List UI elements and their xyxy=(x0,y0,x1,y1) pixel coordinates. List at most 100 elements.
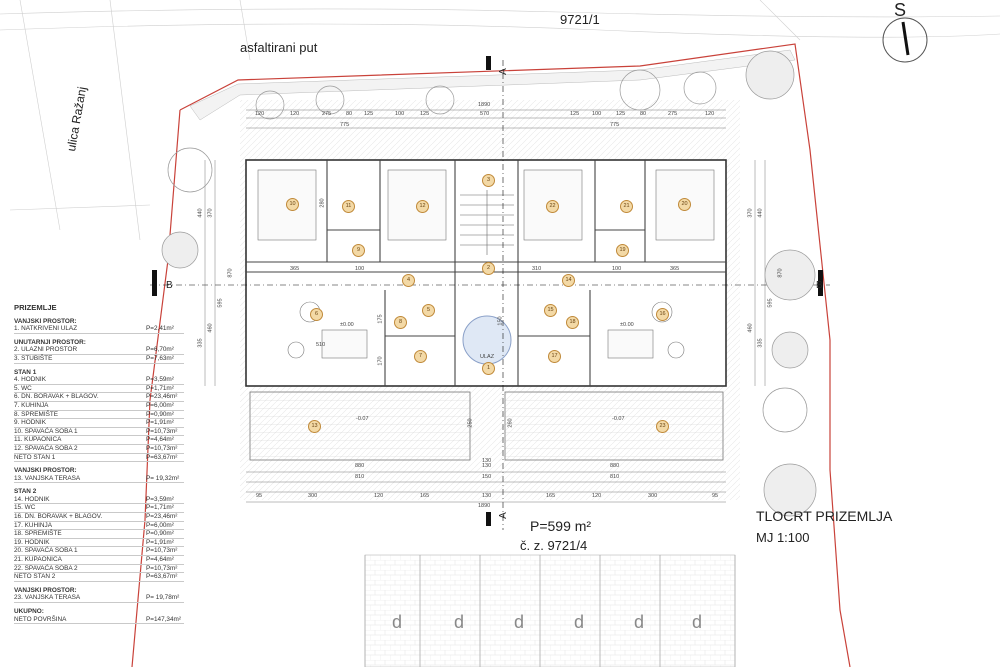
room-number: 4 xyxy=(402,274,415,287)
dim-top-row1-6: 125 xyxy=(420,111,430,117)
road-strip xyxy=(189,49,796,121)
dim-interior-8: 150 xyxy=(497,316,504,326)
dim-bottom-row3-1: 300 xyxy=(308,493,318,499)
area-legend: PRIZEMLJE VANJSKI PROSTOR: 1. NATKRIVENI… xyxy=(14,303,184,625)
section-b-left: B xyxy=(166,280,173,291)
legend-section-header: UNUTARNJI PROSTOR: xyxy=(14,338,86,346)
level-floor: ±0.00 xyxy=(340,322,354,328)
dim-bottom-row2-0: 810 xyxy=(355,474,365,480)
dim-bottom-row3-7: 300 xyxy=(648,493,658,499)
dim-top-row1-7: 570 xyxy=(480,111,490,117)
room-number: 9 xyxy=(352,244,365,257)
parking-mark: d xyxy=(634,612,645,632)
dim-left-4: 595 xyxy=(217,298,224,308)
dim-top-row1-2: 275 xyxy=(322,111,332,117)
dim-interior-1: 100 xyxy=(355,266,365,272)
drawing-title: TLOCRT PRIZEMLJA xyxy=(756,508,893,524)
legend-section-header: VANJSKI PROSTOR: xyxy=(14,586,77,594)
legend-section-header: UKUPNO: xyxy=(14,608,44,615)
legend-row: 16. DN. BORAVAK + BLAGOV.P=23,46m² xyxy=(14,513,184,522)
dim-left-3: 460 xyxy=(207,323,214,333)
room-number: 19 xyxy=(616,244,629,257)
staircase xyxy=(460,190,514,255)
dim-bottom-row3-4: 130 xyxy=(482,493,492,499)
room-number: 21 xyxy=(620,200,633,213)
dim-right-4: 595 xyxy=(767,298,774,308)
parking-mark: d xyxy=(574,612,585,632)
room-number: 17 xyxy=(548,350,561,363)
room-number: 1 xyxy=(482,362,495,375)
dim-bottom-row2-2: 810 xyxy=(610,474,620,480)
dim-interior-5: 310 xyxy=(532,266,542,272)
north-arrow-icon xyxy=(882,17,928,63)
dim-bottom-row3-8: 95 xyxy=(712,493,719,499)
parcel-boundary xyxy=(131,43,851,667)
legend-section-header: VANJSKI PROSTOR: xyxy=(14,317,77,325)
parking-mark: d xyxy=(392,612,403,632)
dim-interior-3: 365 xyxy=(670,266,680,272)
dim-top-row1-8: 125 xyxy=(570,111,580,117)
dim-right-3: 335 xyxy=(757,338,764,348)
legend-section-header: VANJSKI PROSTOR: xyxy=(14,467,77,475)
section-a-top: A xyxy=(497,68,509,75)
dim-bottom-total: 1890 xyxy=(478,503,491,509)
dim-top-row1-9: 100 xyxy=(592,111,602,117)
room-number: 13 xyxy=(308,420,321,433)
room-number: 22 xyxy=(546,200,559,213)
room-number: 16 xyxy=(656,308,669,321)
dim-right-2: 460 xyxy=(747,323,754,333)
room-number: 20 xyxy=(678,198,691,211)
dim-top-row1-10: 125 xyxy=(616,111,626,117)
dim-top-row1-12: 275 xyxy=(668,111,678,117)
north-label: S xyxy=(894,0,907,20)
room-number: 14 xyxy=(562,274,575,287)
dim-bottom-row3-3: 165 xyxy=(420,493,430,499)
dim-bottom-row2-1: 150 xyxy=(482,474,492,480)
parking-dividers xyxy=(364,555,736,667)
dim-top-row1-13: 120 xyxy=(705,111,715,117)
legend-heading: PRIZEMLJE xyxy=(14,303,57,312)
room-number: 3 xyxy=(482,174,495,187)
dim-interior-0: 365 xyxy=(290,266,300,272)
terrace-1 xyxy=(249,391,471,461)
parking-mark: d xyxy=(692,612,703,632)
parcel-area: P=599 m² xyxy=(530,518,592,534)
room-number: 7 xyxy=(414,350,427,363)
dim-bottom-row1-1: 130 xyxy=(482,463,492,469)
level-terrace: -0.07 xyxy=(356,416,369,422)
trees xyxy=(161,50,817,517)
room-number: 10 xyxy=(286,198,299,211)
dim-bottom-row1-0: 880 xyxy=(355,463,365,469)
room-number: 18 xyxy=(566,316,579,329)
dim-interior-6: 175 xyxy=(377,314,384,324)
room-number: 8 xyxy=(394,316,407,329)
dim-left-5: 870 xyxy=(227,268,234,278)
terrain-lines xyxy=(0,0,1000,241)
dim-interior-9: 280 xyxy=(319,198,326,208)
legend-row: 6. DN. BORAVAK + BLAGOV.P=23,46m² xyxy=(14,393,184,402)
dim-interior-10: 250 xyxy=(467,418,474,428)
entry-label: ULAZ xyxy=(480,354,495,360)
parking-area xyxy=(364,554,736,667)
dim-top-row2-0: 775 xyxy=(340,122,350,128)
dim-top-row1-4: 125 xyxy=(364,111,374,117)
legend-section-header: STAN 1 xyxy=(14,368,37,376)
dim-top-row1-11: 80 xyxy=(640,111,647,117)
dim-left-0: 440 xyxy=(197,208,204,218)
legend-section-header: STAN 2 xyxy=(14,488,37,496)
